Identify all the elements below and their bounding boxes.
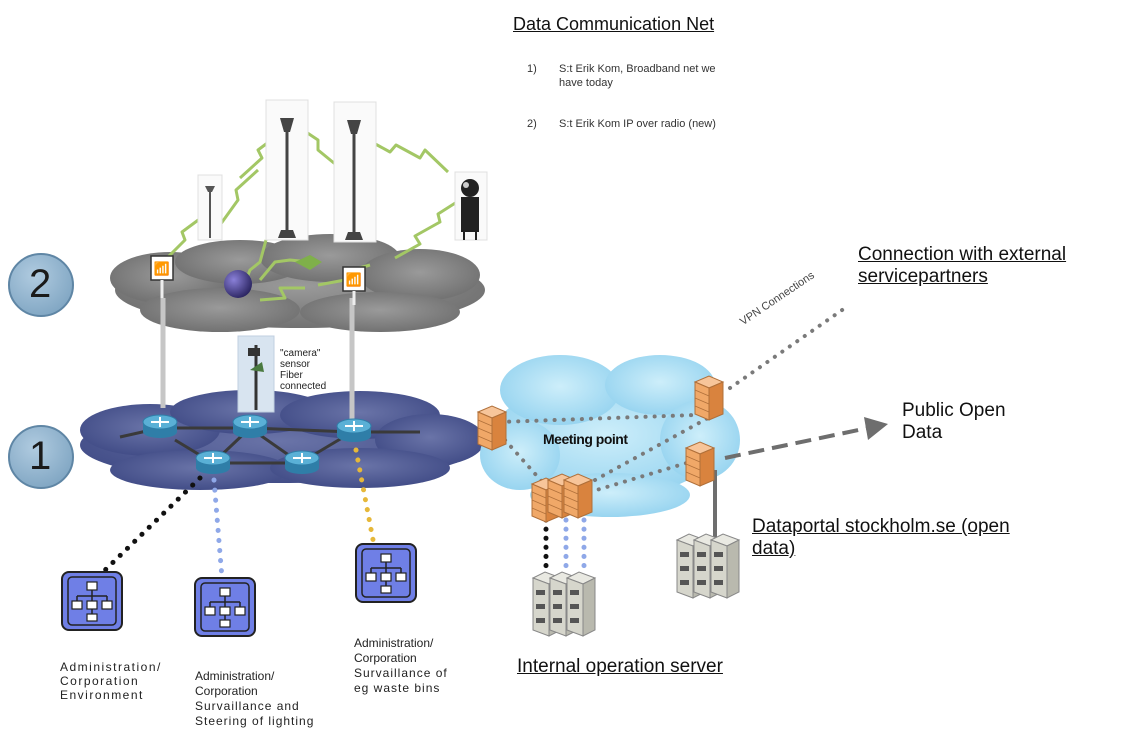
admin-network-icon [194,577,256,637]
admin-environment-caption: Administration/ Corporation Environment [60,660,162,702]
router-icon [142,414,178,438]
internal-server-label: Internal operation server [517,656,723,677]
item-1-number: 1) [527,63,537,75]
sensor-sphere-icon [224,270,252,298]
item-1-text: S:t Erik Kom, Broadband net we have toda… [559,62,716,90]
radio-network-cloud [110,234,485,332]
admin-waste-caption: Administration/ Corporation Survaillance… [354,636,448,696]
public-data-arrow [724,417,888,460]
item-1-line-2: have today [559,77,613,89]
admin-box-group [61,543,417,637]
firewall-group [476,375,725,523]
server-icon [565,571,597,637]
admin-2-line-1: Administration/ [195,669,275,683]
svg-text:📶: 📶 [154,261,170,277]
firewall-icon [684,441,716,487]
router-icon [336,418,372,442]
firewall-icon [476,405,508,451]
radio-antenna-icon: 📶 [342,266,366,305]
firewall-icon [562,473,594,519]
camera-line-3: Fiber [280,370,303,381]
server-icon [709,533,741,599]
external-line-1: Connection with external [858,244,1067,265]
level-2-label: 2 [29,262,52,306]
admin-3-line-3: Survaillance of [354,666,448,680]
firewall-icon [693,375,725,421]
meeting-point-label: Meeting point [543,431,628,447]
public-line-2: Data [902,422,943,443]
item-2-number: 2) [527,118,537,130]
svg-text:📶: 📶 [346,272,362,288]
level-2-badge [8,253,74,317]
waste-bin-icon [454,171,488,241]
camera-line-1: "camera" [280,348,321,359]
server-group [531,533,741,637]
admin-lighting-caption: Administration/ Corporation Survaillance… [195,669,314,729]
external-line-2: servicepartners [858,266,988,287]
fiber-network-cloud [80,390,485,490]
admin-1-line-3: Environment [60,688,144,702]
admin-dotted-links [97,447,377,581]
admin-1-line-2: Corporation [60,674,140,688]
cloud-interconnect-lines [160,298,355,425]
item-2-text: S:t Erik Kom IP over radio (new) [559,118,716,130]
admin-2-line-4: Steering of lighting [195,714,315,728]
item-1-line-1: S:t Erik Kom, Broadband net we [559,63,716,75]
level-1-badge [8,425,74,489]
router-icon [284,450,320,474]
admin-3-line-2: Corporation [354,651,417,665]
street-lamp-icon [197,174,223,241]
street-lamp-icon [265,99,309,241]
radio-antenna-icon: 📶 [150,255,174,298]
router-group [142,414,372,474]
admin-3-line-1: Administration/ [354,636,434,650]
public-line-1: Public Open [902,400,1006,421]
camera-line-4: connected [280,381,327,392]
admin-network-icon [355,543,417,603]
camera-sensor-icon [237,335,275,413]
level-1-label: 1 [29,434,52,478]
radio-hub-icon [295,255,322,270]
admin-2-line-2: Corporation [195,684,258,698]
camera-sensor-label: "camera" sensor Fiber connected [280,348,326,392]
dataportal-line-2: data) [752,538,796,559]
admin-3-line-4: eg waste bins [354,681,441,695]
admin-1-line-1: Administration/ [60,660,162,674]
admin-network-icon [61,571,123,631]
admin-2-line-3: Survaillance and [195,699,300,713]
public-open-data-label: Public Open Data [902,400,1006,444]
server-dotted-links [543,517,587,575]
router-icon [232,414,268,438]
external-connection-label: Connection with external servicepartners [858,244,1066,288]
dataportal-label: Dataportal stockholm.se (open data) [752,516,1010,560]
street-lamp-icon [333,101,377,243]
net-title: Data Communication Net [513,14,715,34]
meeting-dotted-links [498,306,847,494]
camera-line-2: sensor [280,359,311,370]
dataportal-line-1: Dataportal stockholm.se (open [752,516,1010,537]
router-icon [195,450,231,474]
